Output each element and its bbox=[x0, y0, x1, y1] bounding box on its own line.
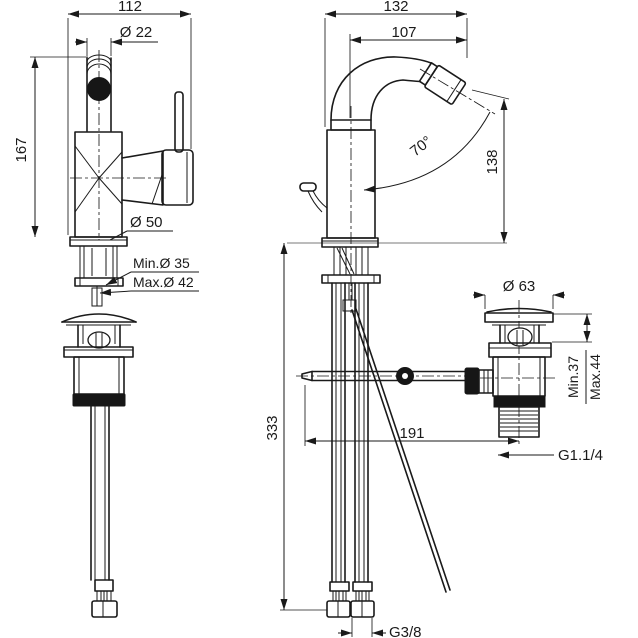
side-waste bbox=[464, 300, 558, 446]
front-spout bbox=[86, 54, 112, 132]
vertical-rod bbox=[351, 309, 447, 593]
side-dimensions: 132 107 138 333 191 Ø 63 bbox=[264, 0, 603, 638]
waste-thread-tail bbox=[498, 406, 540, 438]
handle-lever bbox=[174, 91, 184, 153]
dim-counter-max: Max.44 bbox=[587, 354, 603, 400]
hose-nut-front bbox=[91, 600, 118, 618]
fixing-plate bbox=[74, 277, 124, 287]
overflow-knob bbox=[87, 331, 111, 349]
spout-axis bbox=[419, 68, 496, 115]
dim-spout-angle: 70° bbox=[407, 133, 435, 160]
dim-front-overall-height: 167 bbox=[13, 137, 30, 162]
popup-linkage bbox=[296, 283, 470, 593]
dim-counter-min: Min.37 bbox=[565, 356, 581, 398]
front-handle bbox=[121, 91, 194, 206]
dim-front-overall-width: 112 bbox=[118, 0, 142, 15]
side-base bbox=[321, 237, 381, 284]
handle-body bbox=[161, 149, 194, 206]
overflow-knob-side bbox=[507, 327, 533, 347]
dim-spout-height: 138 bbox=[484, 149, 501, 174]
spout-angle-annotation: 70° bbox=[363, 111, 491, 193]
popup-knob bbox=[299, 182, 317, 192]
dim-waste-offset: 191 bbox=[399, 425, 424, 442]
dim-spout-diameter: Ø 22 bbox=[120, 24, 153, 41]
dim-supply-thread: G3/8 bbox=[389, 624, 422, 638]
side-spout bbox=[330, 56, 496, 121]
front-view: 112 Ø 22 167 Ø 50 Min.Ø 35 Max.Ø 42 bbox=[13, 0, 199, 618]
front-dimensions: 112 Ø 22 167 Ø 50 Min.Ø 35 Max.Ø 42 bbox=[13, 0, 199, 296]
side-view: 70° bbox=[264, 0, 603, 638]
front-base bbox=[69, 236, 128, 307]
dim-base-diameter: Ø 50 bbox=[130, 214, 163, 231]
waste-knurl bbox=[72, 393, 126, 407]
fixing-plate-side bbox=[321, 274, 381, 284]
dim-hole-min: Min.Ø 35 bbox=[133, 255, 190, 271]
dim-hole-max: Max.Ø 42 bbox=[133, 274, 194, 290]
dim-overall-depth: 132 bbox=[383, 0, 408, 15]
waste-knurl-side bbox=[493, 395, 546, 408]
supply-hoses bbox=[326, 282, 375, 618]
dim-waste-diameter: Ø 63 bbox=[503, 278, 536, 295]
side-body bbox=[299, 119, 376, 239]
rod-connector-knurl bbox=[464, 367, 480, 395]
dim-spout-reach: 107 bbox=[391, 24, 416, 41]
front-waste bbox=[61, 313, 137, 618]
aerator-outlet bbox=[87, 77, 111, 101]
dim-hose-length: 333 bbox=[264, 415, 281, 440]
dim-waste-thread: G1.1/4 bbox=[558, 447, 603, 464]
